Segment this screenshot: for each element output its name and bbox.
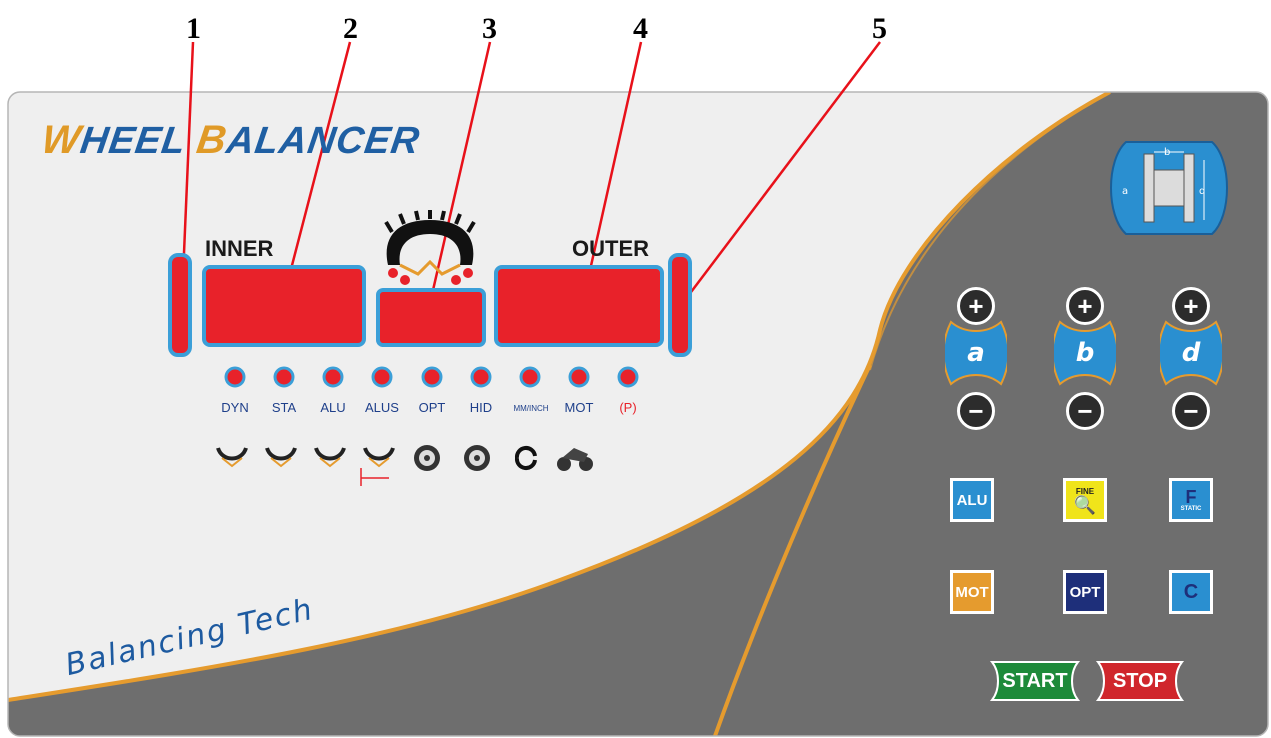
alu-button[interactable]: ALU	[950, 478, 994, 522]
callout-1: 1	[186, 12, 201, 45]
inner-display	[202, 265, 366, 347]
outer-display	[494, 265, 664, 347]
indicator-sta: STA	[271, 400, 297, 415]
a-key-shape	[945, 320, 1007, 386]
b-minus-button[interactable]: −	[1066, 392, 1104, 430]
d-plus-button[interactable]: +	[1172, 287, 1210, 325]
indicator-mm-inch: MM/INCH	[513, 404, 549, 413]
inner-label: INNER	[205, 236, 274, 261]
rim-dimension-diagram: b d a	[1110, 141, 1228, 235]
callout-4: 4	[633, 12, 648, 45]
a-param-key[interactable]: a	[945, 320, 1007, 386]
f-button-label: F	[1185, 487, 1197, 507]
c-button-label: C	[1183, 580, 1199, 603]
mode-icons-row	[216, 445, 593, 486]
a-minus-button[interactable]: −	[957, 392, 995, 430]
f-static-button[interactable]: F STATIC	[1169, 478, 1213, 522]
center-display	[376, 288, 486, 347]
b-plus-button[interactable]: +	[1066, 287, 1104, 325]
dyn-tire-icon	[216, 447, 248, 468]
start-button-shape	[990, 661, 1080, 701]
indicator-p: (P)	[619, 400, 637, 415]
start-button[interactable]: START	[1002, 669, 1068, 692]
fine-button[interactable]: FINE 🔍	[1063, 478, 1107, 522]
magnifier-icon: 🔍	[1073, 494, 1097, 515]
hid-wheel-icon	[464, 445, 490, 471]
diagram-a-label: a	[1122, 186, 1128, 197]
stop-button-shape	[1096, 661, 1184, 701]
opt-button[interactable]: OPT	[1063, 570, 1107, 614]
alu-tire-icon	[314, 447, 346, 468]
fine-button-label: FINE	[1075, 486, 1095, 496]
outer-side-indicator	[668, 253, 692, 357]
static-button-label: STATIC	[1180, 506, 1202, 512]
indicator-opt: OPT	[418, 400, 446, 415]
sta-tire-icon	[265, 447, 297, 468]
indicator-mot: MOT	[564, 400, 594, 415]
d-key-label: d	[1181, 338, 1201, 368]
d-minus-button[interactable]: −	[1172, 392, 1210, 430]
d-key-shape	[1160, 320, 1222, 386]
outer-label: OUTER	[572, 236, 649, 261]
b-key-shape	[1054, 320, 1116, 386]
tire-icon	[384, 210, 476, 285]
a-key-label: a	[967, 338, 985, 368]
opt-button-label: OPT	[1069, 583, 1101, 601]
b-param-key[interactable]: b	[1054, 320, 1116, 386]
callout-3: 3	[482, 12, 497, 45]
inner-side-indicator	[168, 253, 192, 357]
display-cluster	[168, 210, 692, 357]
diagram-b-label: b	[1164, 147, 1170, 158]
diagram-d-label: d	[1199, 186, 1205, 197]
motorcycle-icon	[557, 448, 593, 471]
opt-wheel-icon	[414, 445, 440, 471]
callout-2: 2	[343, 12, 358, 45]
mot-button[interactable]: MOT	[950, 570, 994, 614]
alus-tire-icon	[360, 447, 395, 486]
b-key-label: b	[1075, 338, 1095, 368]
indicator-alu: ALU	[320, 400, 346, 415]
indicator-led-row	[224, 366, 639, 388]
d-param-key[interactable]: d	[1160, 320, 1222, 386]
callout-5: 5	[872, 12, 887, 45]
indicator-hid: HID	[469, 400, 493, 415]
c-button[interactable]: C	[1169, 570, 1213, 614]
unit-toggle-icon	[514, 446, 537, 470]
stop-button[interactable]: STOP	[1112, 669, 1168, 692]
a-plus-button[interactable]: +	[957, 287, 995, 325]
indicator-dyn: DYN	[221, 400, 249, 415]
mot-button-label: MOT	[955, 583, 989, 601]
alu-button-label: ALU	[956, 491, 988, 509]
brand-title: WHEEL BALANCER	[38, 118, 423, 162]
indicator-alus: ALUS	[365, 400, 399, 415]
